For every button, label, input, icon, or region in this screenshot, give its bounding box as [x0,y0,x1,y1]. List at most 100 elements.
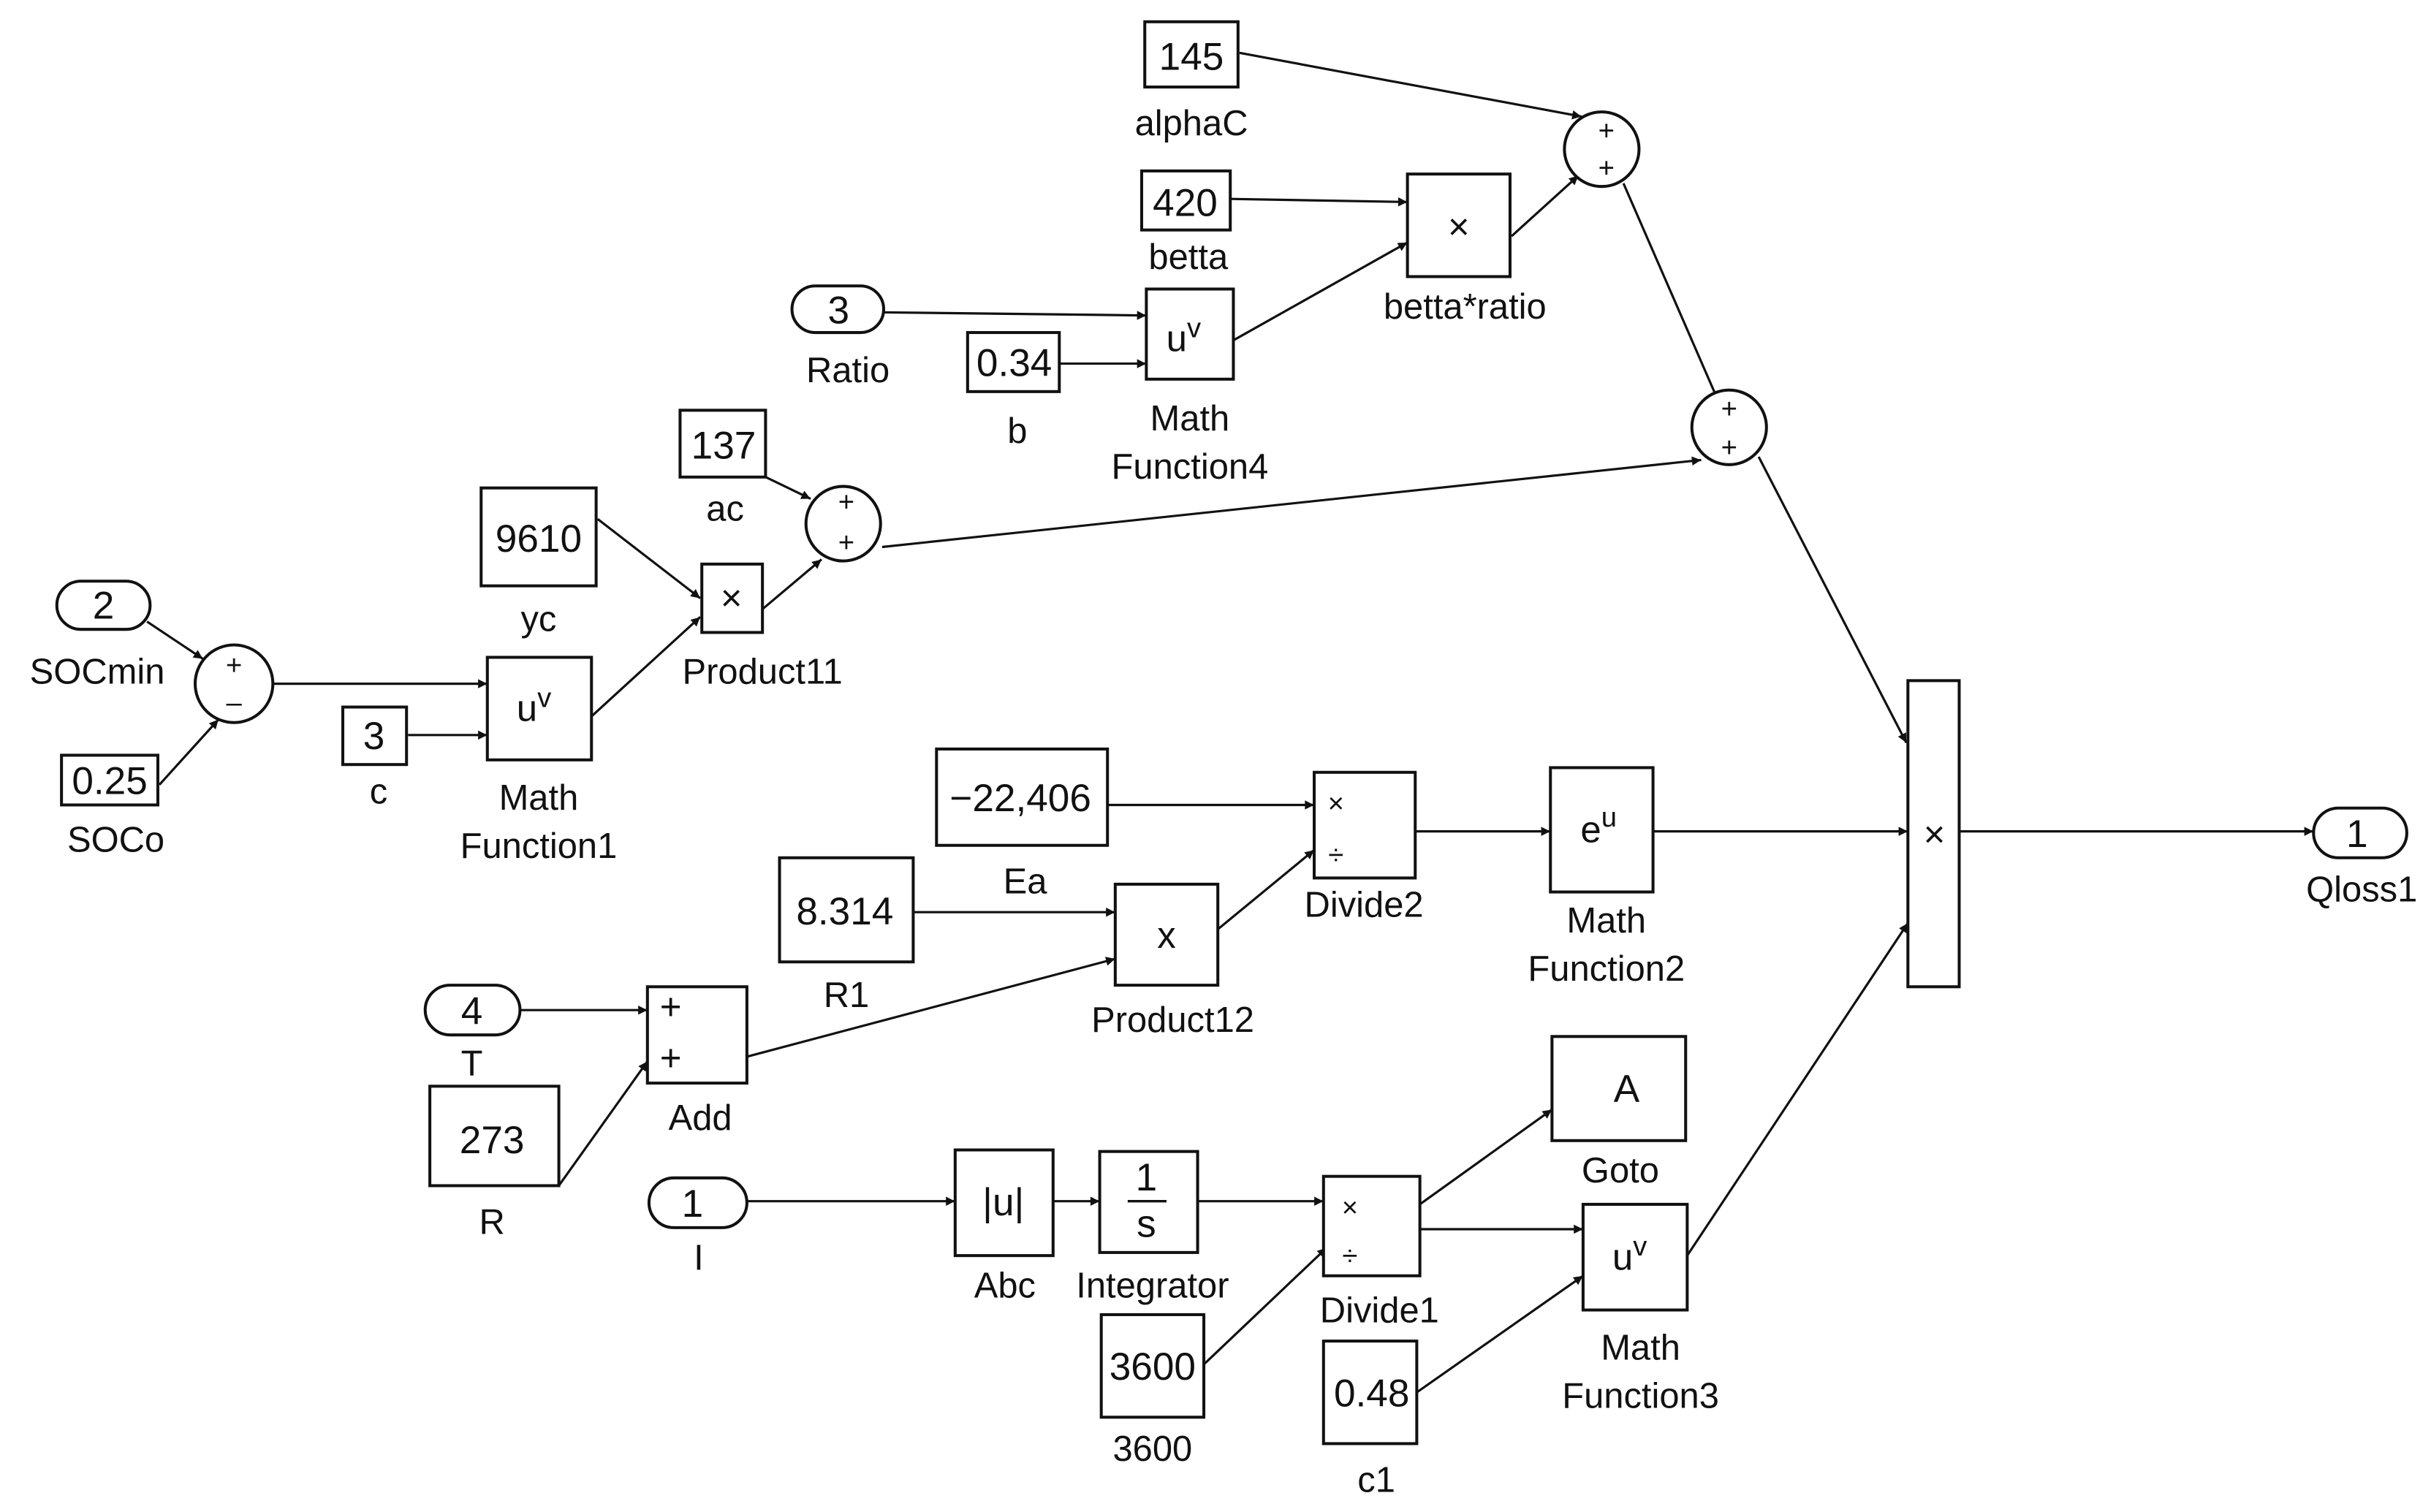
constant-value: 0.48 [1334,1372,1409,1415]
sign-2: + [1721,432,1737,463]
constant-value: 137 [691,424,756,467]
math-exponent: v [537,683,551,714]
svg-text:eu: eu [1580,802,1617,850]
label-line-1: Math [1150,399,1230,438]
label-line-2: Function3 [1562,1377,1719,1416]
math-base: e [1580,809,1601,851]
multiply-symbol: x [1157,914,1176,956]
sign-2: – [227,687,243,718]
block-label: Add [669,1098,732,1138]
constant-c1[interactable]: 0.48 c1 [1321,1340,1419,1500]
product11[interactable]: × Product11 [683,562,843,692]
constant-ac[interactable]: 137 ac [678,409,767,528]
constant-value: −22,406 [949,777,1091,820]
multiply-symbol: × [1924,813,1946,855]
sign-2: + [838,527,854,558]
product-betta-ratio[interactable]: × betta*ratio [1384,172,1547,327]
block-label: Ratio [806,351,890,390]
block-label: Goto [1582,1151,1659,1190]
block-label: Product11 [683,653,843,692]
port-number: 3 [828,289,850,332]
inport-socmin[interactable]: 2 SOCmin [30,580,165,692]
sum-top[interactable]: + + [1563,110,1641,189]
constant-r1[interactable]: 8.314 R1 [778,856,915,1015]
label-line-1: Math [499,778,579,818]
constant-value: 3 [363,715,385,758]
goto-a[interactable]: A Goto [1550,1035,1688,1190]
divide-symbol: ÷ [1342,1240,1357,1272]
goto-tag: A [1614,1068,1640,1111]
sum-soc[interactable]: + – [193,643,275,724]
constant-soco[interactable]: 0.25 SOCo [60,753,164,859]
constant-r[interactable]: 273 R [428,1084,561,1242]
block-label: Divide1 [1320,1291,1439,1331]
constant-alphac[interactable]: 145 alphaC [1135,20,1248,143]
integrator-denominator: s [1137,1203,1156,1246]
block-label: yc [521,599,557,639]
constant-value: 420 [1153,182,1218,225]
divide-symbol: ÷ [1328,839,1343,870]
constant-value: 0.25 [72,760,147,803]
constant-c[interactable]: 3 c [341,705,409,812]
multiply-symbol: × [1328,788,1344,819]
outport-qloss1[interactable]: 1 Qloss1 [2306,806,2417,910]
block-label: Abc [974,1266,1036,1306]
multiply-symbol: × [721,577,743,619]
svg-text:uv: uv [1612,1231,1647,1277]
label-line-1: Math [1566,901,1646,941]
constant-ea[interactable]: −22,406 Ea [935,747,1110,902]
block-label: I [694,1238,704,1277]
divide2[interactable]: × ÷ Divide2 [1305,770,1424,925]
block-label: Divide2 [1305,886,1424,925]
block-label: Product12 [1091,1000,1254,1040]
divide1[interactable]: × ÷ Divide1 [1320,1174,1439,1331]
port-number: 4 [461,989,483,1033]
constant-b[interactable]: 0.34 b [966,331,1061,451]
constant-yc[interactable]: 9610 yc [479,486,598,639]
multiply-symbol: × [1448,205,1470,247]
sign-1: + [226,650,242,681]
constant-value: 3600 [1110,1345,1196,1388]
constant-3600[interactable]: 3600 3600 [1099,1312,1206,1469]
math-base: u [517,688,537,729]
inport-ratio[interactable]: 3 Ratio [790,284,890,390]
math-base: u [1612,1236,1633,1277]
constant-value: 8.314 [796,890,893,933]
svg-text:uv: uv [1167,312,1202,359]
abs-block[interactable]: |u| Abc [953,1148,1055,1306]
port-number: 1 [2346,813,2368,856]
constant-value: 273 [460,1119,525,1162]
block-label: betta [1148,238,1229,277]
math-exponent: u [1601,802,1617,833]
integrator-numerator: 1 [1136,1156,1158,1199]
block-label: b [1007,411,1027,451]
inport-i[interactable]: 1 I [647,1176,748,1277]
plus-sign-2: + [660,1037,682,1079]
math-base: u [1167,318,1187,360]
plus-sign-1: + [660,986,682,1027]
connections [146,51,2314,1394]
product-main[interactable]: × [1906,679,1961,989]
constant-value: 9610 [496,517,582,561]
block-label: T [461,1044,483,1083]
sum-ac[interactable]: + + [804,485,882,563]
block-label: ac [706,489,744,528]
add-block[interactable]: + + Add [645,985,748,1138]
block-label: 3600 [1112,1429,1192,1469]
block-label: c [370,772,387,811]
constant-value: 0.34 [976,342,1052,385]
integrator-block[interactable]: 1 s Integrator [1076,1150,1229,1306]
inport-t[interactable]: 4 T [423,984,522,1083]
product12[interactable]: x Product12 [1091,882,1254,1040]
label-line-2: Function2 [1528,949,1685,989]
sum-mid[interactable]: + + [1690,388,1768,466]
constant-betta[interactable]: 420 betta [1139,169,1232,277]
block-label: SOCmin [30,653,165,692]
